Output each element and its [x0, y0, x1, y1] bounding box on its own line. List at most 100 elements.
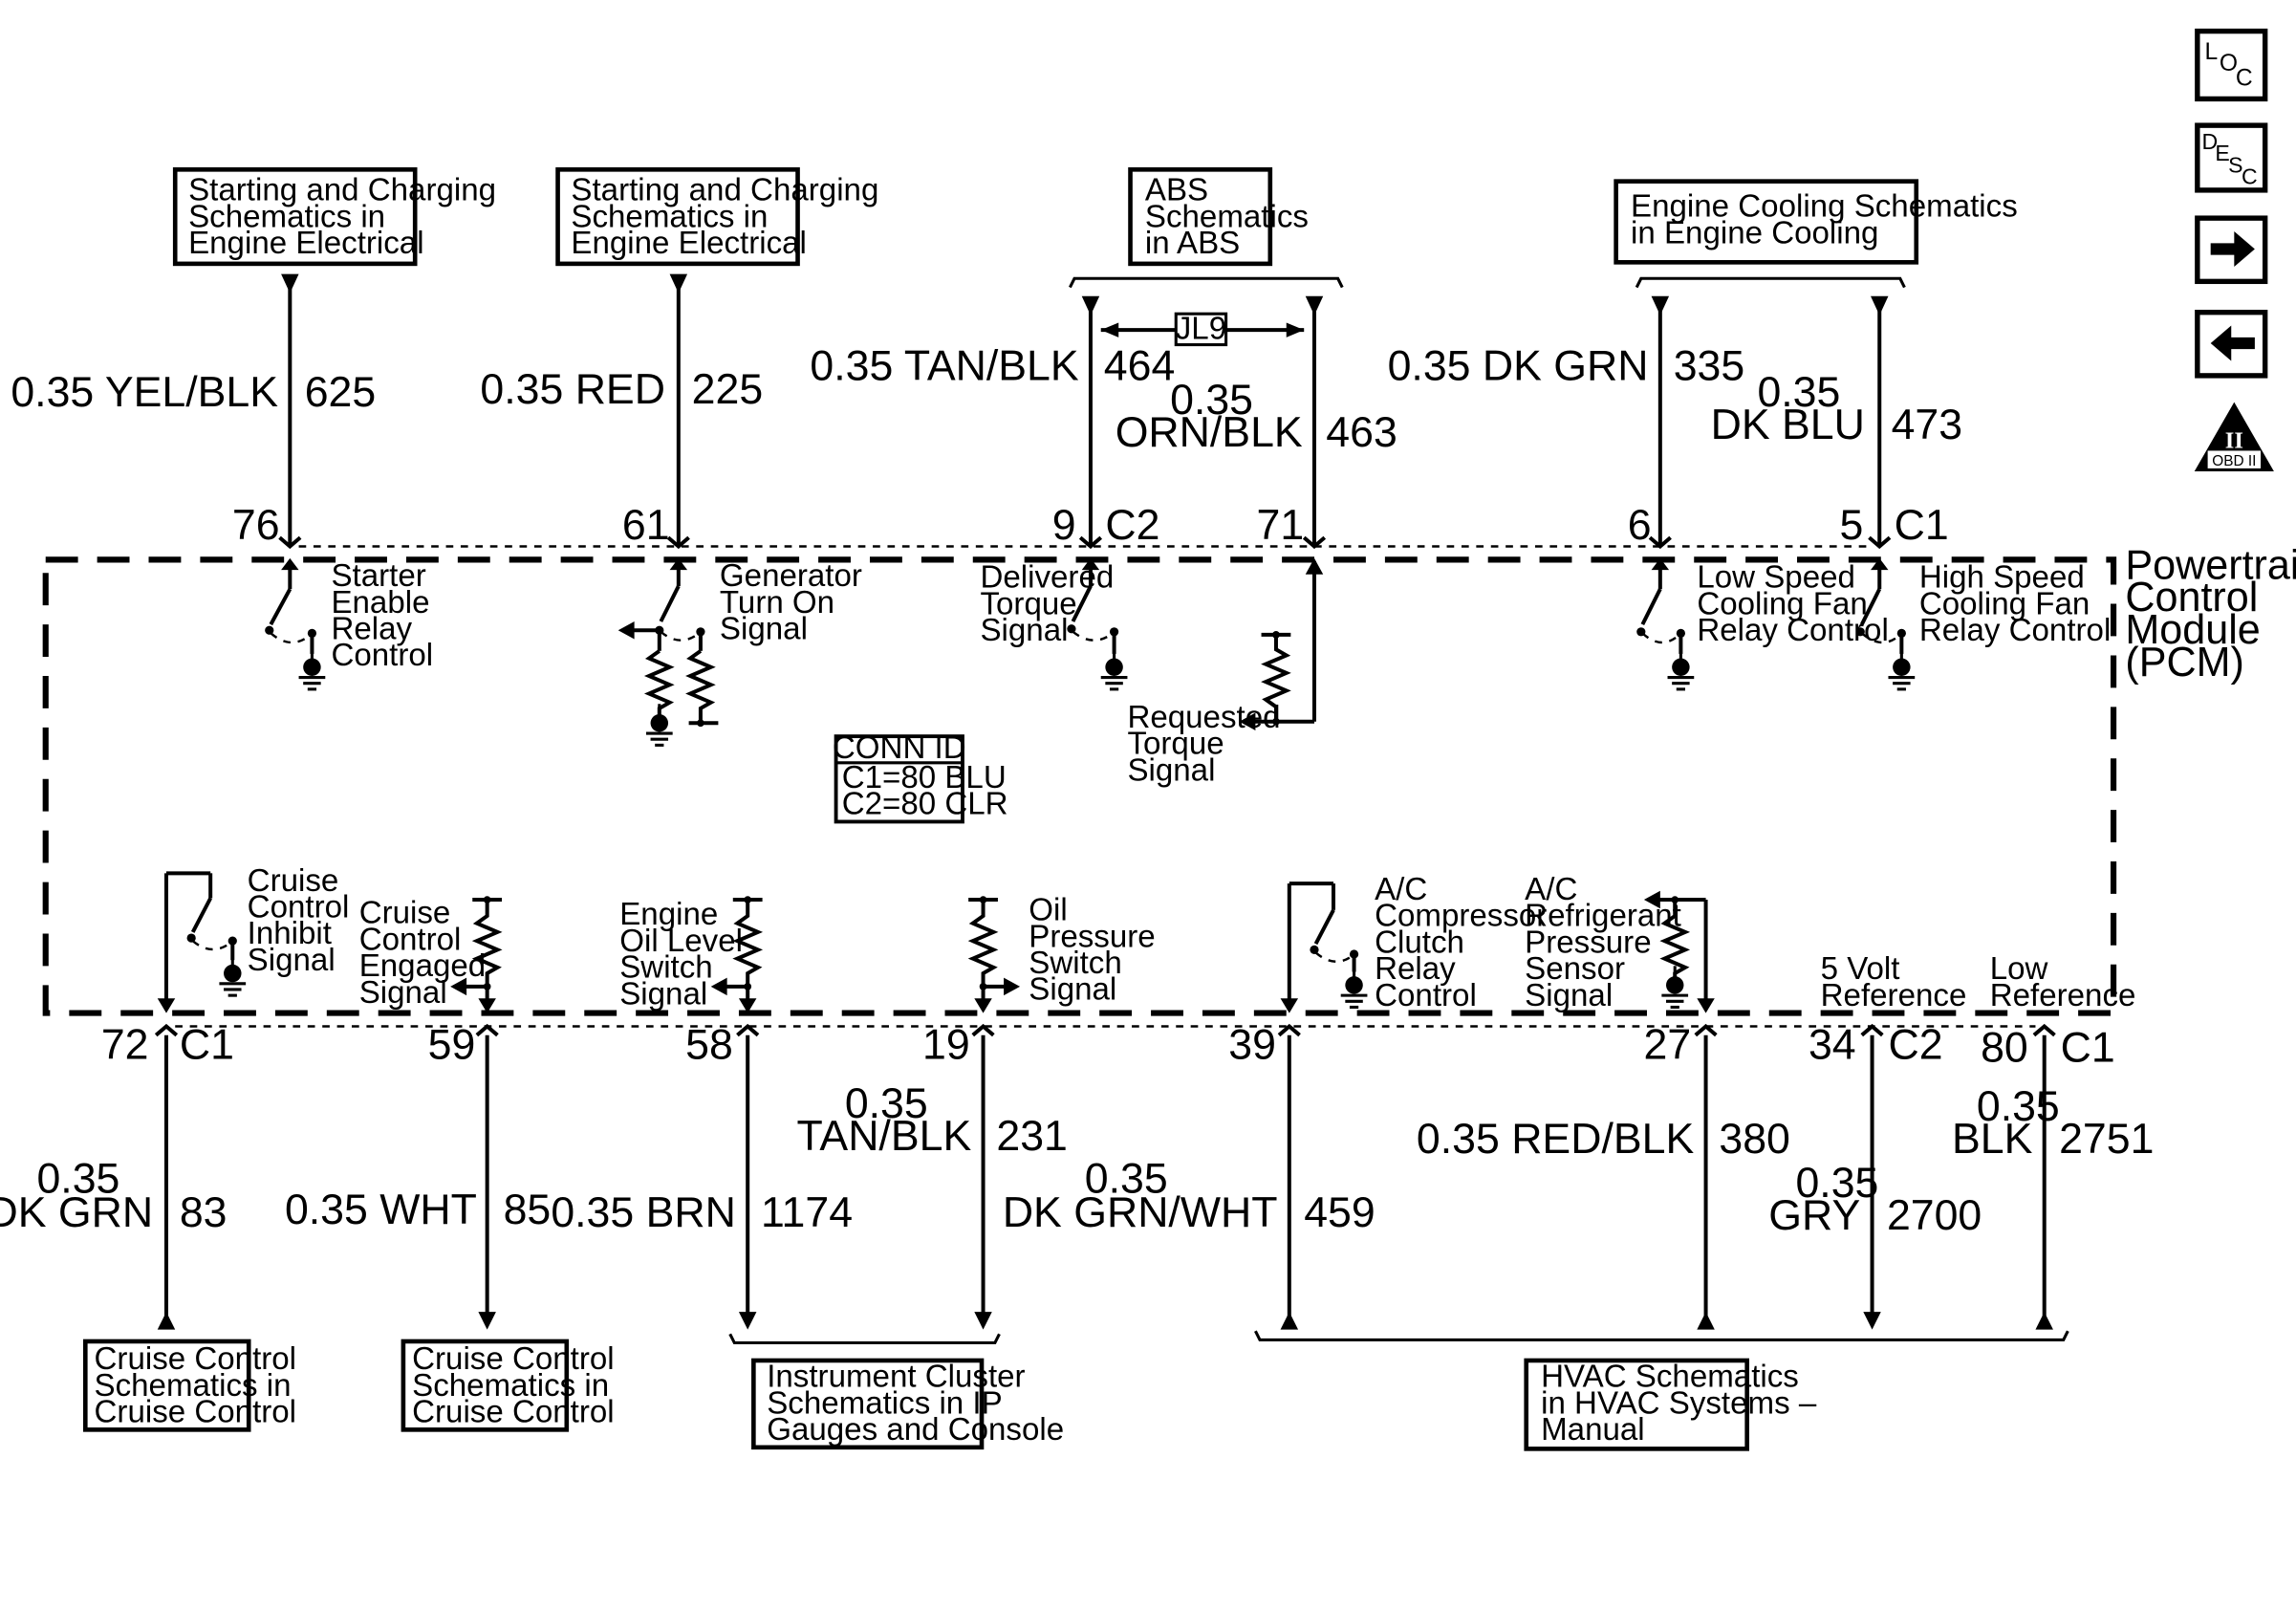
- svg-text:Control: Control: [1375, 978, 1477, 1013]
- requested-torque-circuit: [1239, 557, 1324, 730]
- pcm-label-line: (PCM): [2125, 640, 2244, 686]
- connector-id: C2: [1105, 502, 1159, 549]
- box-line: in ABS: [1145, 226, 1240, 261]
- cruise-control-box-2[interactable]: Cruise Control Schematics in Cruise Cont…: [401, 1339, 615, 1432]
- box-line: Cruise Control: [412, 1341, 615, 1377]
- starting-charging-box-1[interactable]: Starting and Charging Schematics in Engi…: [172, 167, 496, 267]
- obd-numeral: II: [2225, 427, 2243, 453]
- svg-text:Torque: Torque: [1127, 727, 1224, 762]
- conn-id-box: CONN ID C1=80 BLU C2=80 CLR: [833, 730, 1008, 824]
- svg-text:A/C: A/C: [1525, 872, 1577, 907]
- pin-number: 9: [1052, 502, 1076, 549]
- top-connector: 76 61 9 C2 71 6 5 C1: [232, 502, 1949, 550]
- wire-color: GRY: [1768, 1192, 1860, 1239]
- circuit-number: 459: [1304, 1189, 1375, 1236]
- svg-text:Relay: Relay: [331, 612, 412, 647]
- svg-text:High Speed: High Speed: [1919, 560, 2085, 596]
- svg-text:Generator: Generator: [720, 558, 862, 594]
- circuit-number: 2751: [2059, 1116, 2154, 1163]
- box-line: Schematics in IP: [767, 1385, 1002, 1421]
- svg-text:Control: Control: [359, 922, 462, 957]
- circuit-number: 473: [1892, 402, 1962, 448]
- svg-text:Requested: Requested: [1127, 700, 1280, 735]
- svg-text:Delivered: Delivered: [980, 560, 1114, 596]
- pin-number: 58: [685, 1021, 733, 1068]
- generator-switch: [617, 557, 719, 747]
- generator-signal-label: Generator Turn On Signal: [720, 558, 862, 646]
- loc-button[interactable]: L O C: [2195, 28, 2268, 102]
- pin-number: 6: [1628, 502, 1652, 549]
- box-line: Engine Electrical: [571, 226, 807, 261]
- wire-color: 0.35 TAN/BLK: [810, 343, 1078, 390]
- svg-text:Engaged: Engaged: [359, 948, 487, 984]
- svg-text:Signal: Signal: [619, 976, 707, 1012]
- hvac-bracket: [1254, 1330, 2069, 1341]
- circuit-number: 463: [1326, 409, 1397, 456]
- connector-id: C1: [180, 1021, 234, 1068]
- svg-text:Turn On: Turn On: [720, 585, 834, 620]
- next-page-button[interactable]: [2195, 215, 2268, 285]
- wire-color: 0.35 DK GRN: [1388, 343, 1649, 390]
- svg-text:Switch: Switch: [619, 950, 712, 986]
- oil-pressure-label: Oil Pressure Switch Signal: [1029, 893, 1155, 1008]
- circuit-number: 85: [504, 1186, 552, 1233]
- delivered-torque-label: Delivered Torque Signal: [980, 560, 1114, 648]
- engine-cooling-box[interactable]: Engine Cooling Schematics in Engine Cool…: [1614, 179, 2018, 265]
- starter-enable-switch: [265, 557, 327, 691]
- svg-text:Switch: Switch: [1029, 946, 1121, 981]
- pin-number: 61: [622, 502, 670, 549]
- pin-number: 19: [922, 1021, 970, 1068]
- low-reference-label: Low Reference: [1990, 951, 2136, 1013]
- left-arrow-icon: [2210, 325, 2255, 361]
- svg-text:Cooling Fan: Cooling Fan: [1919, 586, 2090, 621]
- desc-letter: E: [2215, 141, 2229, 165]
- hvac-box[interactable]: HVAC Schematics in HVAC Systems – Manual: [1524, 1358, 1817, 1451]
- previous-page-button[interactable]: [2195, 309, 2268, 379]
- svg-text:Reference: Reference: [1821, 978, 1967, 1013]
- desc-letter: S: [2228, 152, 2242, 177]
- wire-color: 0.35 YEL/BLK: [11, 369, 278, 416]
- wire-color: 0.35: [1795, 1160, 1878, 1207]
- obd-label: OBD II: [2212, 453, 2256, 469]
- svg-text:Cooling Fan: Cooling Fan: [1697, 586, 1867, 621]
- conn-id-title: CONN ID: [833, 730, 966, 766]
- svg-text:Control: Control: [248, 890, 350, 925]
- abs-box[interactable]: ABS Schematics in ABS: [1128, 167, 1309, 267]
- wire-color: 0.35: [1977, 1083, 2060, 1130]
- starting-charging-box-2[interactable]: Starting and Charging Schematics in Engi…: [555, 167, 879, 267]
- box-line: Starting and Charging: [571, 173, 878, 208]
- box-line: in Engine Cooling: [1631, 215, 1878, 250]
- desc-button[interactable]: D E S C: [2195, 122, 2268, 193]
- svg-text:Torque: Torque: [980, 586, 1076, 621]
- obd-ii-icon[interactable]: II OBD II: [2194, 402, 2274, 471]
- pin-number: 72: [101, 1021, 149, 1068]
- wire-color: DK GRN: [0, 1189, 153, 1236]
- svg-text:A/C: A/C: [1375, 872, 1427, 907]
- svg-text:Refrigerant: Refrigerant: [1525, 899, 1681, 934]
- connector-id: C2: [1888, 1021, 1942, 1068]
- bottom-wire-labels: 0.35 DK GRN 83 0.35 WHT 85 0.35 BRN 1174…: [0, 1080, 2154, 1239]
- box-line: Schematics in: [571, 199, 768, 234]
- wire-color: DK GRN/WHT: [1003, 1189, 1278, 1236]
- requested-torque-label: Requested Torque Signal: [1127, 700, 1280, 788]
- pcm-label-line: Module: [2125, 607, 2260, 653]
- box-line: Engine Electrical: [188, 226, 423, 261]
- pin-number: 59: [428, 1021, 476, 1068]
- instrument-cluster-box[interactable]: Instrument Cluster Schematics in IP Gaug…: [751, 1358, 1064, 1450]
- oil-level-circuit: [710, 896, 764, 1013]
- five-volt-label: 5 Volt Reference: [1821, 951, 1967, 1013]
- low-speed-fan-switch: [1636, 557, 1696, 691]
- right-arrow-icon: [2210, 231, 2255, 267]
- box-line: Cruise Control: [412, 1395, 615, 1430]
- cruise-control-box-1[interactable]: Cruise Control Schematics in Cruise Cont…: [82, 1339, 296, 1432]
- svg-text:5 Volt: 5 Volt: [1821, 951, 1900, 987]
- pcm-label-line: Powertrain: [2125, 542, 2296, 588]
- desc-letter: D: [2201, 129, 2218, 154]
- wire-color: 0.35: [1085, 1155, 1168, 1202]
- circuit-number: 1174: [761, 1189, 853, 1236]
- instrument-cluster-bracket: [728, 1333, 1001, 1345]
- circuit-number: 625: [305, 369, 376, 416]
- svg-text:Signal: Signal: [1525, 978, 1613, 1013]
- pcm-label: Powertrain Control Module (PCM): [2125, 542, 2296, 686]
